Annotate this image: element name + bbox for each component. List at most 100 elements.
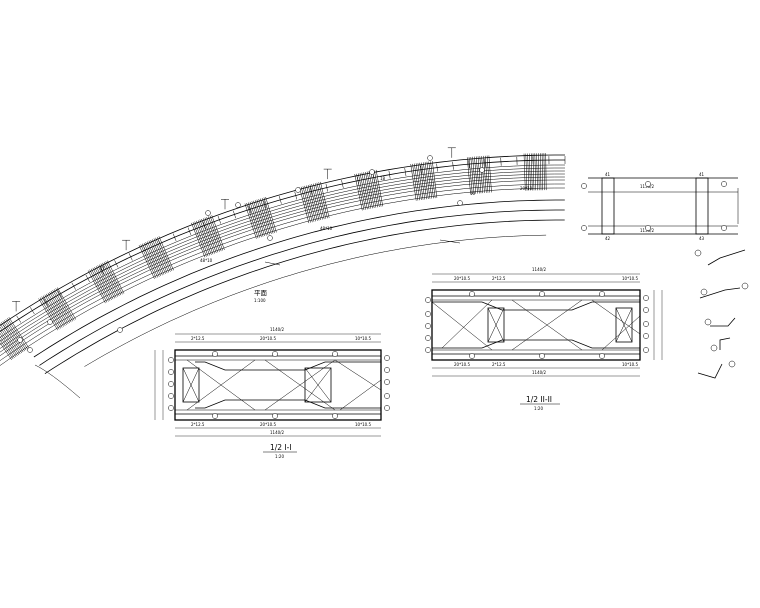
plan-rebar-tick	[263, 197, 275, 233]
plan-rebar-tick	[194, 221, 209, 257]
plan-arc-line	[39, 209, 565, 366]
plan-tick	[388, 170, 391, 179]
plan-rebar-tick	[256, 199, 269, 236]
plan-rebar-tick	[253, 200, 265, 237]
plan-rebar-tick	[472, 156, 477, 194]
plan-rebar-tick	[254, 200, 267, 236]
callout-bubble	[539, 291, 545, 297]
section2-scale: 1:20	[534, 406, 543, 411]
plan-rebar-tick	[52, 290, 72, 323]
section1-dim-bottom: 10*10.5	[355, 422, 371, 427]
plan-rebar-tick	[486, 155, 490, 193]
plan-rebar-tick	[529, 153, 531, 191]
section2-dim-top: 2*12.5	[492, 276, 506, 281]
callout-bubble	[369, 169, 375, 175]
plan-rebar-tick	[204, 217, 219, 253]
section2-dim-bottom: 20*10.5	[454, 362, 470, 367]
plan-rebar-tick	[309, 184, 320, 221]
section1-dim-top: 10*10.5	[355, 336, 371, 341]
section1-title: 1/2 I-I	[270, 443, 292, 452]
plan-rebar-tick	[536, 153, 538, 191]
plan-rebar-tick	[97, 265, 115, 299]
plan-tick	[263, 200, 267, 209]
plan-rebar-tick	[55, 288, 75, 321]
plan-rebar-tick	[41, 296, 61, 329]
plan-rebar-tick	[314, 183, 325, 220]
plan-rebar-tick	[0, 332, 17, 358]
plan-tick	[278, 196, 282, 204]
callout-bubble	[168, 393, 174, 399]
plan-tick	[325, 183, 328, 192]
plan-rebar-tick	[100, 263, 119, 297]
callout-bubble	[235, 202, 241, 208]
plan-rebar-tick	[306, 185, 316, 222]
callout-bubble	[581, 183, 587, 189]
plan-rebar-tick	[192, 222, 207, 257]
plan-tick	[232, 210, 237, 219]
plan-rebar-tick	[430, 161, 436, 199]
plan-rebar-tick	[299, 187, 310, 224]
callout-bubble	[332, 351, 338, 357]
plan-rebar-tick	[474, 156, 478, 194]
plan-rebar-tick	[5, 319, 27, 351]
plan-rebar-tick	[148, 240, 165, 275]
callout-bubble	[721, 181, 727, 187]
plan-rebar-tick	[424, 162, 431, 199]
plan-rebar-tick	[475, 156, 480, 194]
plan-rebar-tick	[138, 245, 155, 279]
callout-bubble	[457, 200, 463, 206]
plan-rebar-tick	[89, 269, 108, 303]
callout-bubble	[384, 405, 390, 411]
plan-tick	[172, 233, 177, 241]
plan-rebar-tick	[0, 336, 15, 359]
plan-rebar-tick	[538, 153, 540, 191]
plan-rebar-tick	[107, 260, 125, 294]
plan-tick	[436, 163, 438, 172]
plan-rebar-tick	[477, 156, 482, 194]
plan-tick	[202, 221, 207, 230]
plan-arc-line	[0, 159, 565, 333]
plan-rebar-tick	[468, 157, 473, 195]
callout-bubble	[267, 235, 273, 241]
plan-rebar-tick	[361, 172, 370, 210]
section1-dim-bottom: 20*10.5	[260, 422, 276, 427]
plan-rebar-tick	[313, 183, 323, 220]
plan-mark: 48*10	[200, 258, 213, 263]
callout-bubble	[599, 291, 605, 297]
plan-rebar-tick	[432, 161, 438, 198]
plan-mark: 11	[100, 266, 106, 271]
plan-tick	[187, 227, 192, 235]
plan-tick	[217, 215, 222, 224]
plan-rebar-tick	[421, 162, 427, 200]
plan-tick	[341, 180, 344, 188]
plan-arc-line	[0, 187, 565, 366]
callout-bubble	[425, 297, 431, 303]
callout-bubble	[643, 333, 649, 339]
plan-tick	[16, 315, 22, 323]
plan-rebar-tick	[46, 293, 66, 326]
section2-dim-bottom: 2*12.5	[492, 362, 506, 367]
plan-tick	[43, 298, 49, 306]
plan-rebar-tick	[414, 163, 420, 201]
plan-rebar-tick	[246, 202, 259, 239]
plan-rebar-tick	[140, 244, 157, 279]
plan-rebar-tick	[4, 320, 25, 352]
plan-rebar-tick	[426, 161, 433, 199]
callout-bubble	[599, 353, 605, 359]
callout-bubble	[469, 291, 475, 297]
plan-tick	[128, 253, 133, 261]
plan-rebar-tick	[105, 261, 123, 295]
plan-mark: 48*10	[320, 226, 333, 231]
plan-tick	[468, 160, 470, 169]
callout-bubble	[168, 381, 174, 387]
callout-bubble	[721, 225, 727, 231]
callout-bubble	[469, 353, 475, 359]
plan-arc-line	[44, 219, 565, 375]
plan-mark: 10	[470, 191, 476, 196]
plan-rebar-tick	[151, 239, 168, 274]
callout-bubble	[384, 367, 390, 373]
plan-tick	[357, 176, 360, 185]
plan-rebar-tick	[191, 222, 206, 258]
plan-tick	[294, 191, 298, 200]
plan-rebar-tick	[481, 156, 485, 193]
